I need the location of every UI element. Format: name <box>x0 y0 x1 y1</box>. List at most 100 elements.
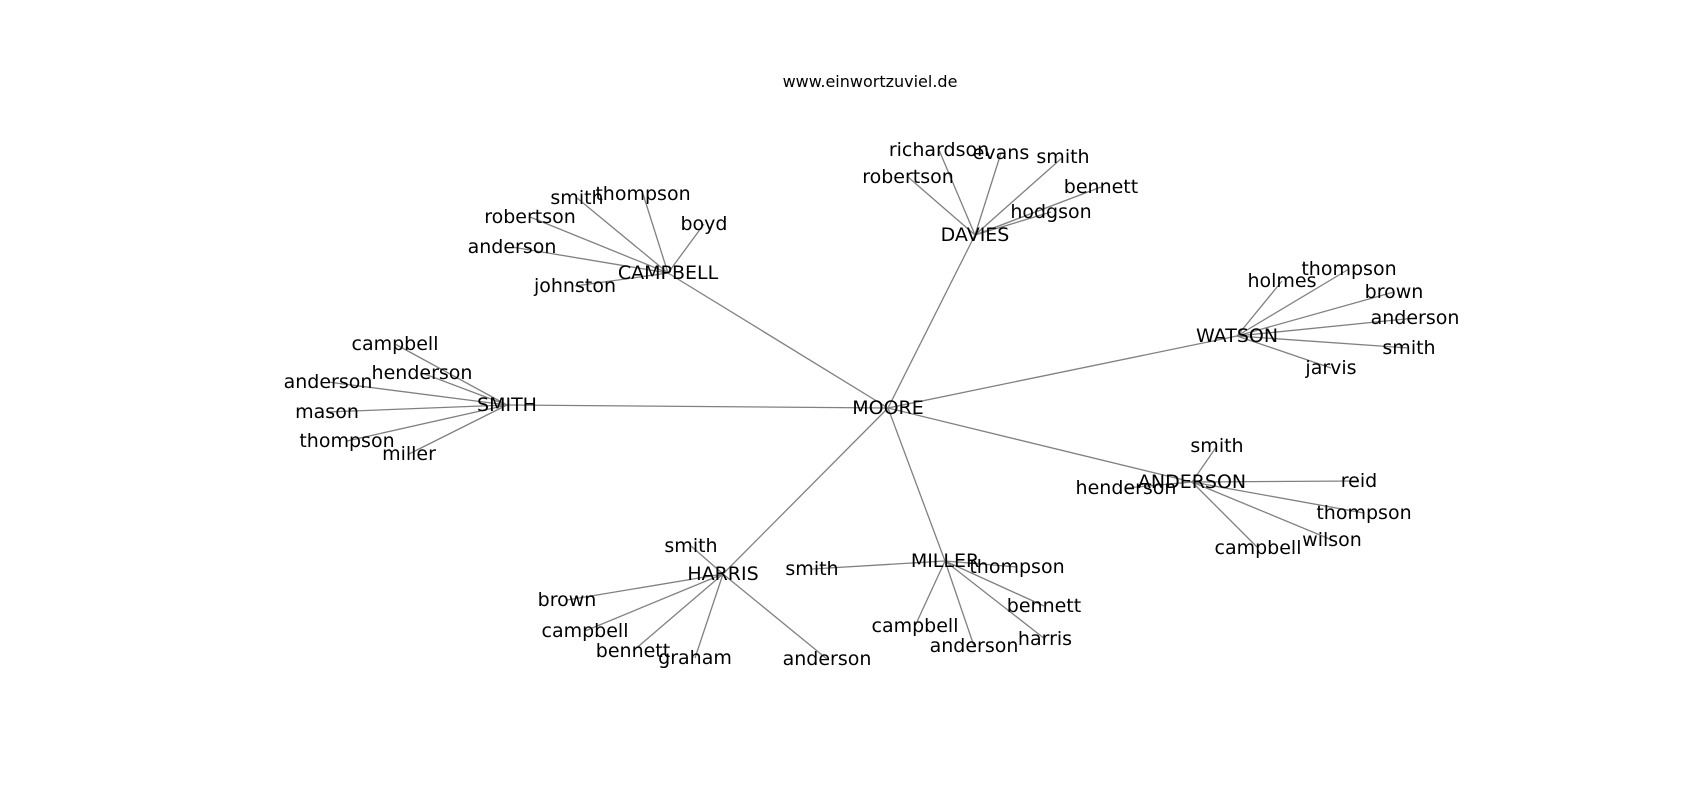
edge-campbell-johnston <box>574 272 669 287</box>
edge-harris-bennett <box>632 573 724 652</box>
edge-davies-bennett <box>974 186 1102 236</box>
node-leaf-harris-campbell: campbell <box>542 620 629 642</box>
edge-smith-miller <box>408 404 508 455</box>
node-leaf-smith-anderson: anderson <box>284 371 373 393</box>
edge-smith-henderson <box>421 372 508 406</box>
node-leaf-harris-graham: graham <box>658 647 732 669</box>
node-leaf-davies-bennett: bennett <box>1064 176 1138 198</box>
node-leaf-anderson-henderson: henderson <box>1076 477 1177 499</box>
edge-smith-anderson <box>327 381 508 406</box>
node-leaf-smith-thompson: thompson <box>299 430 394 452</box>
node-leaf-davies-richardson: richardson <box>889 139 989 161</box>
node-leaf-campbell-boyd: boyd <box>681 213 728 235</box>
node-leaf-watson-brown: brown <box>1365 281 1424 303</box>
node-leaf-davies-smith: smith <box>1036 146 1089 168</box>
node-leaf-miller-thompson: thompson <box>969 556 1064 578</box>
edge-campbell-anderson <box>511 246 669 274</box>
site-url-label: www.einwortzuviel.de <box>782 72 958 91</box>
edge-davies-hodgson <box>974 211 1052 236</box>
node-leaf-miller-campbell: campbell <box>872 615 959 637</box>
node-leaf-campbell-robertson: robertson <box>484 206 576 228</box>
edge-watson-holmes <box>1236 280 1283 337</box>
node-leaf-miller-anderson: anderson <box>930 635 1019 657</box>
edge-anderson-henderson <box>1125 481 1193 489</box>
node-hub-davies: DAVIES <box>941 224 1010 246</box>
edge-harris-brown <box>566 573 724 601</box>
node-leaf-smith-mason: mason <box>295 401 359 423</box>
edge-davies-robertson <box>907 176 976 236</box>
edge-anderson-smith <box>1191 445 1218 483</box>
node-leaf-watson-smith: smith <box>1382 337 1435 359</box>
edge-root-smith <box>506 404 889 409</box>
node-leaf-davies-evans: evans <box>973 142 1030 164</box>
edge-root-davies <box>887 234 976 409</box>
node-leaf-miller-smith: smith <box>785 558 838 580</box>
edge-davies-evans <box>974 152 1002 236</box>
node-leaf-miller-harris: harris <box>1018 628 1072 650</box>
node-leaf-harris-bennett: bennett <box>596 640 670 662</box>
edge-root-watson <box>887 335 1238 409</box>
edge-watson-thompson <box>1236 268 1350 337</box>
edge-campbell-smith <box>576 197 669 274</box>
node-hub-anderson: ANDERSON <box>1138 471 1246 493</box>
edge-miller-campbell <box>914 560 946 627</box>
edge-miller-bennett <box>944 560 1045 607</box>
edge-davies-smith <box>974 156 1064 236</box>
node-leaf-smith-campbell: campbell <box>352 333 439 355</box>
node-hub-miller: MILLER <box>911 550 979 572</box>
edge-harris-anderson <box>722 573 828 660</box>
edge-miller-thompson <box>944 560 1018 568</box>
node-leaf-smith-henderson: henderson <box>372 362 473 384</box>
node-hub-watson: WATSON <box>1196 325 1278 347</box>
edge-smith-mason <box>326 404 508 413</box>
edge-watson-brown <box>1236 291 1395 337</box>
node-hub-harris: HARRIS <box>687 563 758 585</box>
node-hub-smith: SMITH <box>477 394 537 416</box>
node-leaf-watson-anderson: anderson <box>1371 307 1460 329</box>
node-leaf-campbell-anderson: anderson <box>468 236 557 258</box>
edge-anderson-thompson <box>1191 481 1365 514</box>
node-leaf-davies-hodgson: hodgson <box>1010 201 1091 223</box>
labels-layer: MOORECAMPBELLsmiththompsonboydrobertsona… <box>284 139 1460 670</box>
edge-campbell-thompson <box>642 193 669 274</box>
node-leaf-campbell-smith: smith <box>550 187 603 209</box>
node-leaf-campbell-thompson: thompson <box>595 183 690 205</box>
edge-campbell-boyd <box>667 223 705 274</box>
edge-root-miller <box>887 407 946 562</box>
edge-harris-graham <box>694 573 724 659</box>
node-leaf-watson-thompson: thompson <box>1301 258 1396 280</box>
edge-miller-anderson <box>944 560 975 647</box>
edge-harris-campbell <box>584 573 724 632</box>
node-leaf-watson-holmes: holmes <box>1247 270 1316 292</box>
edge-anderson-wilson <box>1191 481 1333 541</box>
node-root: MOORE <box>852 397 924 419</box>
edge-smith-thompson <box>346 404 508 442</box>
node-hub-campbell: CAMPBELL <box>618 262 719 284</box>
edge-root-anderson <box>887 407 1193 483</box>
node-leaf-harris-smith: smith <box>664 535 717 557</box>
edge-campbell-robertson <box>529 216 669 274</box>
edge-root-campbell <box>667 272 889 409</box>
node-leaf-watson-jarvis: jarvis <box>1304 357 1356 379</box>
node-leaf-smith-miller: miller <box>382 443 436 465</box>
node-leaf-anderson-thompson: thompson <box>1316 502 1411 524</box>
node-leaf-harris-brown: brown <box>538 589 597 611</box>
node-leaf-davies-robertson: robertson <box>862 166 954 188</box>
edge-anderson-reid <box>1191 480 1360 483</box>
edge-miller-harris <box>944 560 1046 640</box>
edge-watson-jarvis <box>1236 335 1332 369</box>
node-leaf-campbell-johnston: johnston <box>533 275 616 297</box>
edge-watson-anderson <box>1236 317 1416 337</box>
edge-harris-smith <box>690 545 724 575</box>
edge-root-harris <box>722 407 889 575</box>
node-leaf-anderson-reid: reid <box>1341 470 1377 492</box>
node-leaf-anderson-wilson: wilson <box>1302 529 1362 551</box>
edge-watson-smith <box>1236 335 1410 349</box>
node-leaf-miller-bennett: bennett <box>1007 595 1081 617</box>
edge-smith-campbell <box>394 343 508 406</box>
edge-miller-smith <box>811 560 946 570</box>
edges-layer <box>326 149 1416 660</box>
edge-anderson-campbell <box>1191 481 1259 549</box>
node-leaf-anderson-campbell: campbell <box>1215 537 1302 559</box>
